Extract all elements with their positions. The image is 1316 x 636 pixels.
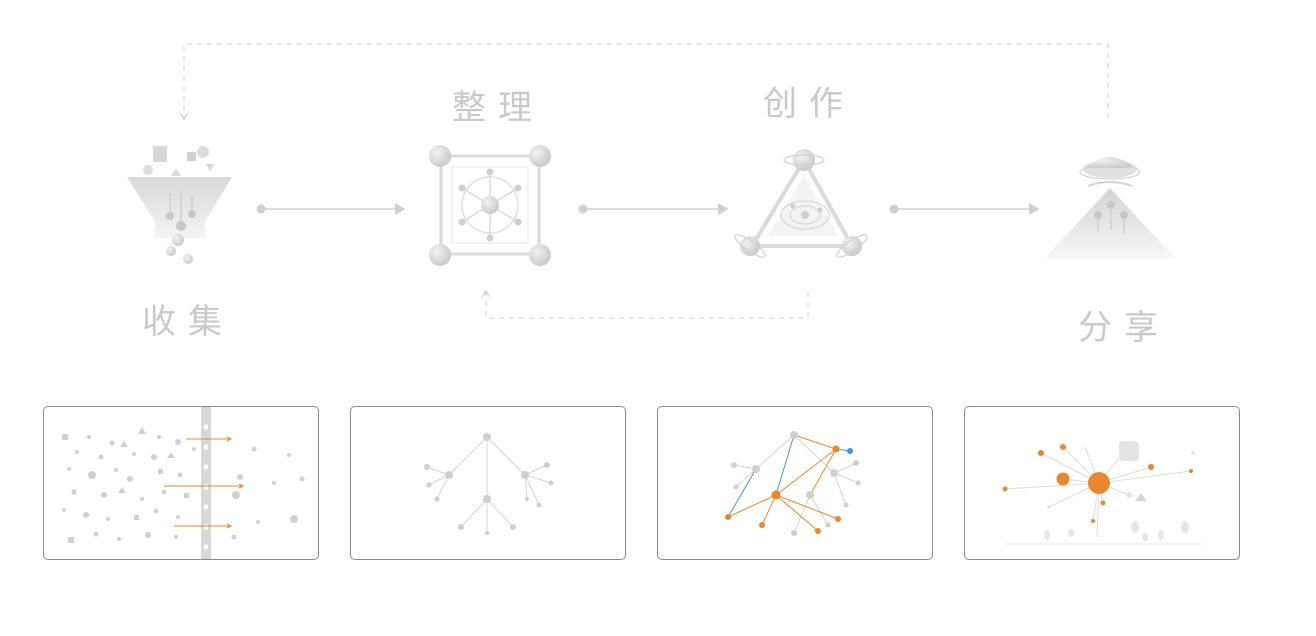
feedback-loop-top	[184, 43, 1109, 118]
radial-graph-icon	[1002, 441, 1201, 545]
orbit-triangle-icon	[734, 149, 868, 258]
tree-graph-icon	[424, 433, 554, 535]
stage-label-create: 创作	[763, 84, 855, 124]
organize-preview-panel	[350, 406, 626, 560]
funnel-icon	[127, 146, 232, 264]
stage-label-share: 分享	[1078, 308, 1170, 348]
collect-preview-panel	[43, 406, 319, 560]
connector-collect-organize	[256, 203, 406, 215]
broadcast-pyramid-icon	[1045, 157, 1175, 258]
create-preview-panel	[657, 406, 933, 560]
connector-organize-create	[578, 203, 729, 215]
share-preview-panel	[964, 406, 1240, 560]
linked-graph-icon	[725, 431, 861, 536]
stage-label-organize: 整理	[452, 88, 544, 128]
filter-sieve-icon	[62, 407, 305, 559]
feedback-loop-bottom	[486, 292, 809, 319]
stage-label-collect: 收集	[142, 302, 234, 342]
flow-lines	[127, 43, 1175, 319]
connector-create-share	[889, 203, 1040, 215]
network-frame-icon	[429, 145, 551, 266]
